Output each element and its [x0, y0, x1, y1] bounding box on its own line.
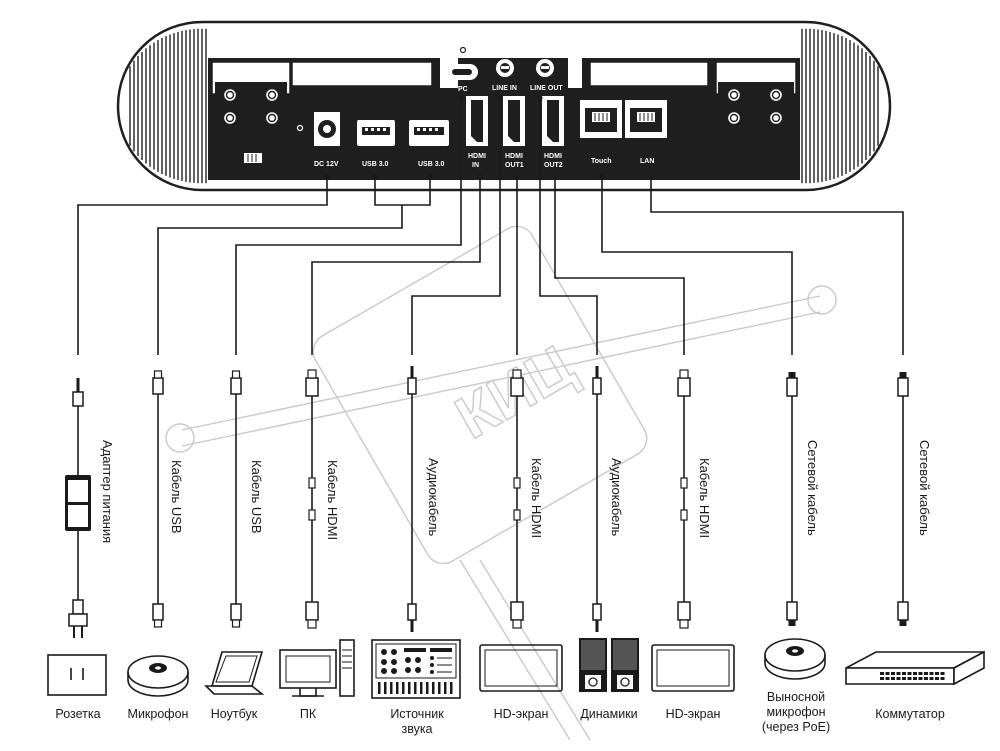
cable-lan [786, 372, 798, 626]
cable-label-network-1: Сетевой кабель [805, 440, 820, 536]
network-switch-icon [845, 650, 985, 686]
cable-hdmi [510, 369, 524, 629]
mixer-icon [371, 639, 461, 699]
cable-label-hdmi-1: Кабель HDMI [325, 460, 340, 540]
wiring [77, 95, 904, 355]
port-label-hdmi-out2-sub: OUT2 [544, 162, 563, 169]
port-label-pc: PC [458, 86, 468, 93]
usb-port [409, 120, 449, 146]
cable-usb [230, 370, 242, 628]
socket-icon [47, 654, 107, 696]
hdmi-port [466, 96, 488, 146]
left-speaker-grille [129, 28, 207, 184]
usb-port [357, 120, 395, 146]
screw-icon [224, 89, 278, 124]
main-device: PC LINE IN LINE OUT DC 12V USB 3.0 USB 3… [116, 20, 892, 192]
cable-label-hdmi-2: Кабель HDMI [529, 458, 544, 538]
speakers-icon [579, 638, 639, 692]
switch-icon [244, 153, 262, 163]
cable-label-power-adapter: Адаптер питания [100, 440, 115, 543]
port-label-hdmi-out1: HDMI [505, 153, 523, 160]
device-label-sound-source: Источник звука [390, 707, 444, 736]
hdmi-port [542, 96, 564, 146]
device-label-switch: Коммутатор [875, 707, 945, 721]
remote-microphone-icon [764, 638, 826, 680]
laptop-icon [204, 651, 265, 695]
cable-hdmi [305, 369, 319, 629]
device-label-hd-screen-2: HD-экран [665, 707, 721, 721]
port-label-hdmi-out2: HDMI [544, 153, 562, 160]
cable-label-usb-1: Кабель USB [169, 460, 184, 534]
port-label-hdmi-in-sub: IN [472, 162, 479, 169]
port-label-hdmi-out1-sub: OUT1 [505, 162, 524, 169]
device-label-microphone: Микрофон [127, 707, 189, 721]
pc-icon [279, 639, 355, 697]
device-label-socket: Розетка [55, 707, 101, 721]
usb-c-port [446, 64, 478, 80]
cable-hdmi [677, 369, 691, 629]
audio-jack [536, 59, 554, 77]
right-speaker-grille [801, 28, 879, 184]
cable-power [65, 378, 91, 638]
port-label-hdmi-in: HDMI [468, 153, 486, 160]
ethernet-port [625, 100, 667, 138]
display-icon [651, 644, 735, 692]
port-label-usb-1: USB 3.0 [362, 161, 389, 168]
cables [65, 366, 909, 638]
cable-label-hdmi-3: Кабель HDMI [697, 458, 712, 538]
device-label-laptop: Ноутбук [210, 707, 258, 721]
port-label-line-out: LINE OUT [530, 85, 563, 92]
cable-label-usb-2: Кабель USB [249, 460, 264, 534]
cable-label-network-2: Сетевой кабель [917, 440, 932, 536]
ethernet-port [580, 100, 622, 138]
hdmi-port [503, 96, 525, 146]
cable-lan [897, 372, 909, 626]
cable-audio [407, 366, 417, 632]
device-label-pc: ПК [299, 707, 317, 721]
cable-usb [152, 370, 164, 628]
microphone-icon [127, 655, 189, 697]
port-label-line-in: LINE IN [492, 85, 517, 92]
screw-icon [728, 89, 782, 124]
cable-label-audio-1: Аудиокабель [426, 458, 441, 537]
port-label-dc12v: DC 12V [314, 161, 339, 168]
display-icon [479, 644, 563, 692]
dc-port [314, 112, 340, 146]
port-label-touch: Touch [591, 158, 611, 165]
cable-label-audio-2: Аудиокабель [609, 458, 624, 537]
cable-labels: Адаптер питания Кабель USB Кабель USB Ка… [100, 440, 932, 543]
audio-jack [496, 59, 514, 77]
port-label-usb-2: USB 3.0 [418, 161, 445, 168]
cable-audio [592, 366, 602, 632]
device-label-hd-screen-1: HD-экран [493, 707, 549, 721]
device-label-remote-microphone: Выносной микрофон (через PoE) [761, 690, 831, 734]
device-label-speakers: Динамики [580, 707, 638, 721]
port-label-lan: LAN [640, 158, 654, 165]
watermark: КИЦ [165, 225, 837, 741]
